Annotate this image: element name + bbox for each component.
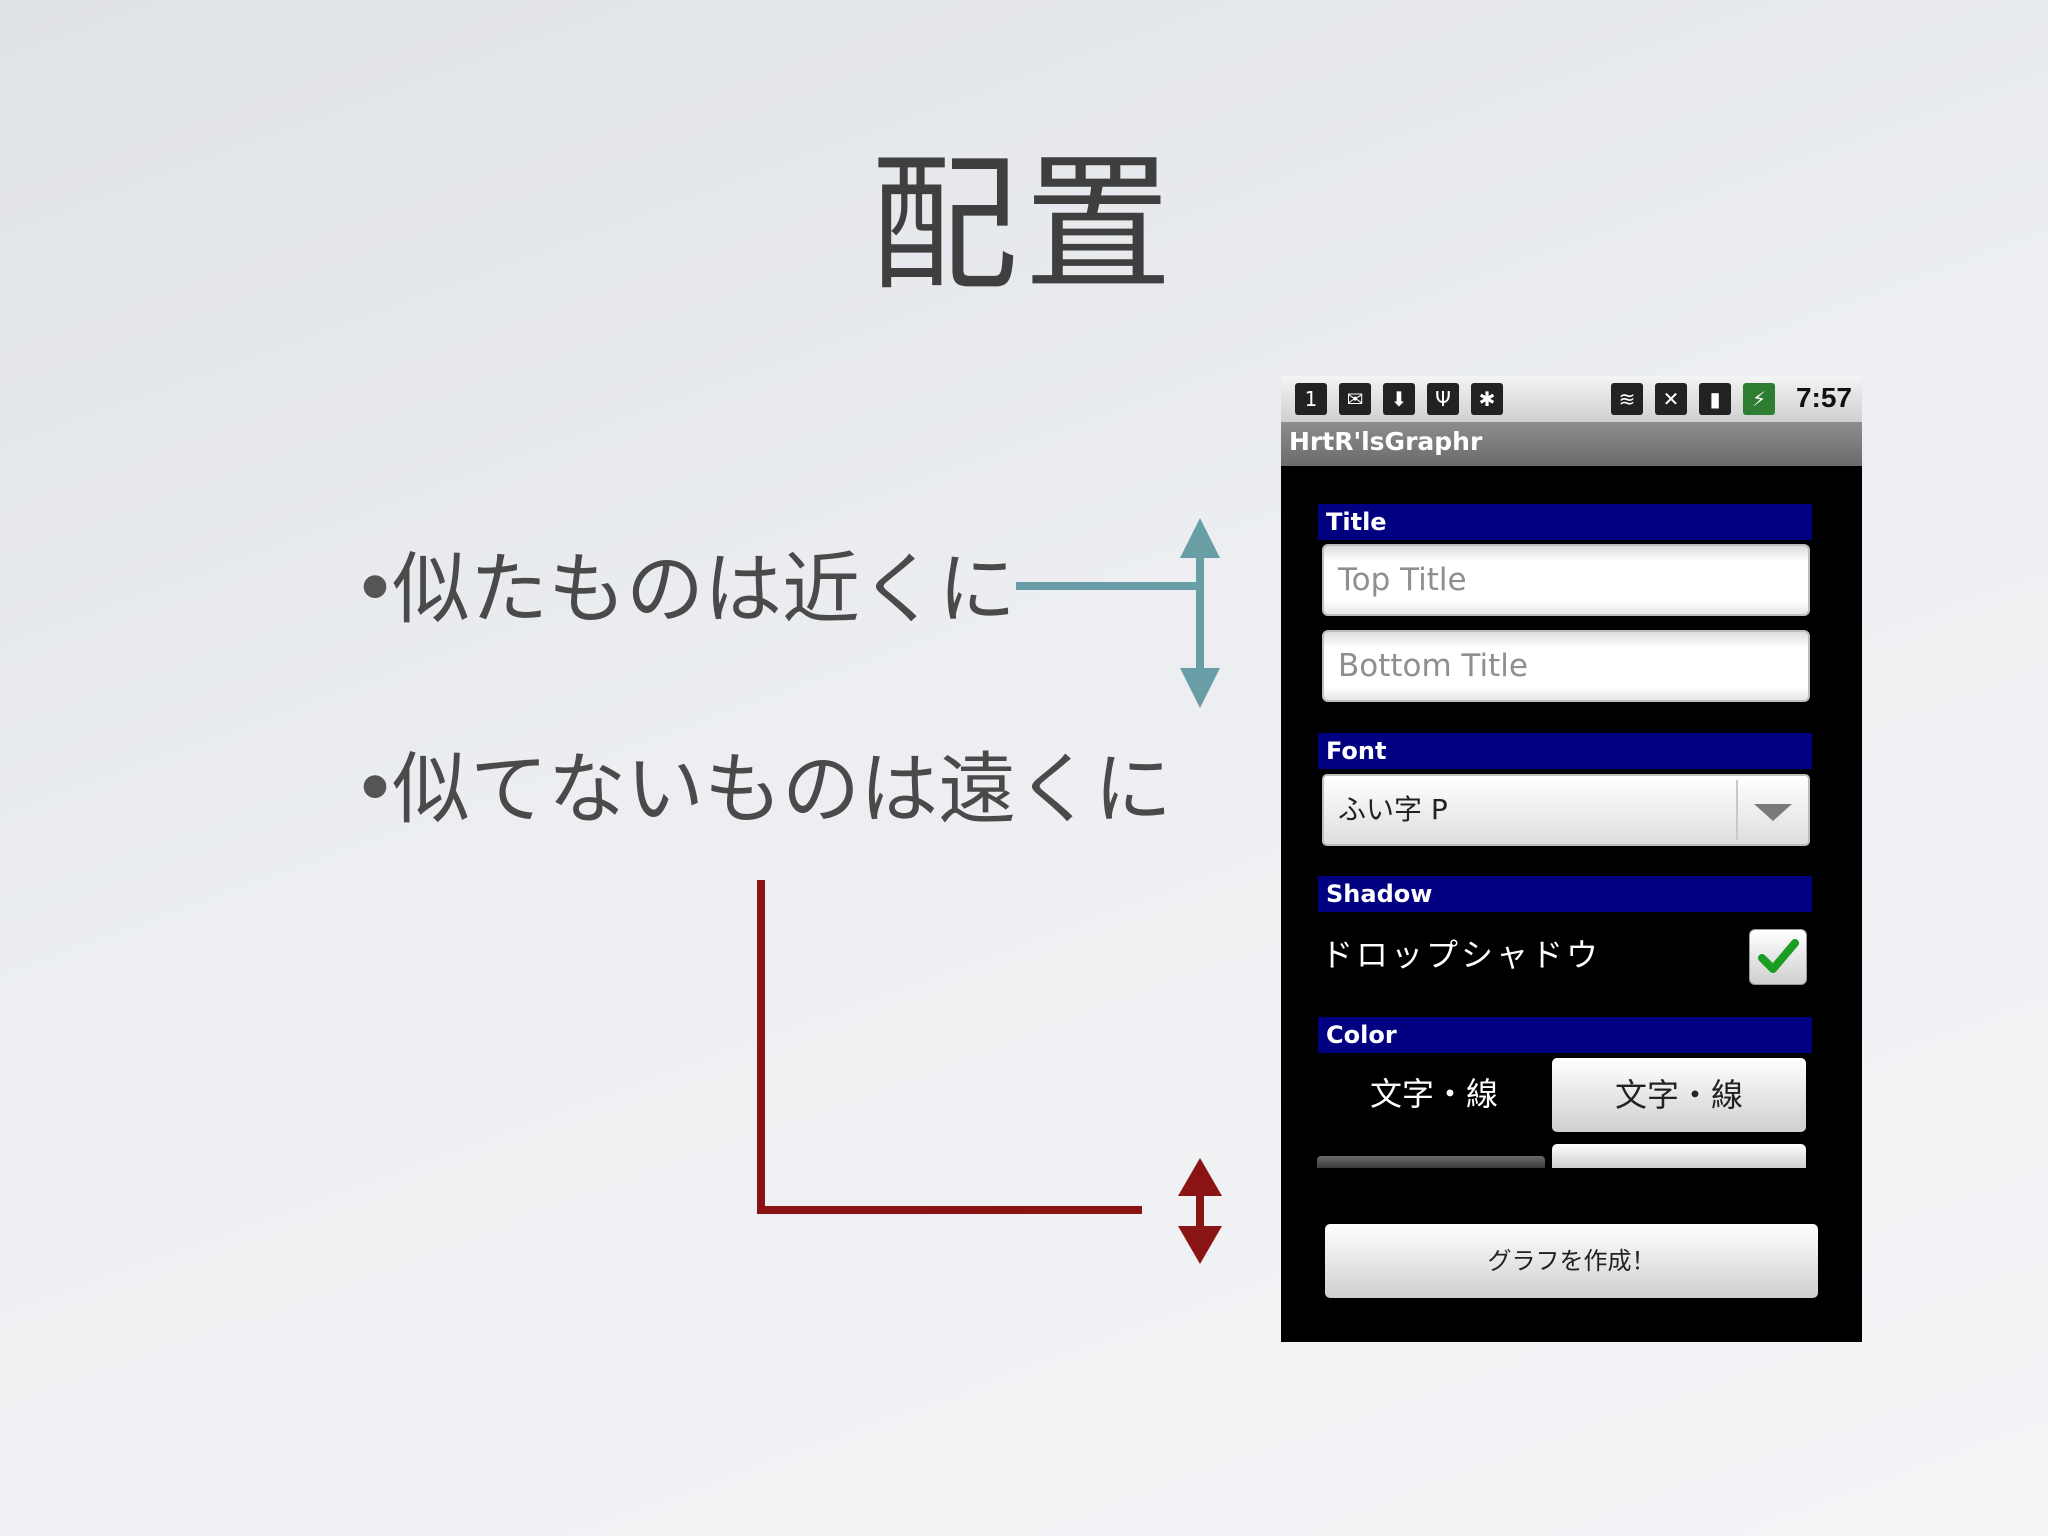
create-graph-button[interactable]: グラフを作成！ [1325, 1224, 1818, 1298]
far-arrow-icon [757, 880, 1222, 1264]
signal-icon: ▮ [1699, 383, 1731, 415]
near-arrow-icon [1016, 518, 1220, 708]
section-header-title: Title [1318, 504, 1812, 540]
text-line-color-label: 文字・線 [1369, 1075, 1498, 1113]
section-header-font: Font [1318, 733, 1812, 769]
gmail-icon: ✉ [1339, 383, 1371, 415]
usb-icon: Ψ [1427, 383, 1459, 415]
chevron-down-icon [1754, 804, 1792, 821]
app-title: HrtR'lsGraphr [1289, 427, 1483, 456]
sim-slot-one-icon: 1 [1295, 383, 1327, 415]
text-line-color-button[interactable]: 文字・線 [1552, 1058, 1806, 1132]
checkmark-icon [1758, 939, 1799, 973]
bullet-far: •似てないものは遠くに [352, 740, 1172, 840]
drop-shadow-checkbox[interactable] [1749, 929, 1807, 985]
phone-screenshot: 1 ✉ ⬇ Ψ ✱ ≋ ✕ ▮ ⚡ 7:57 HrtR'lsGraphr Tit… [1281, 376, 1862, 1342]
bottom-title-input[interactable]: Bottom Title [1322, 630, 1810, 702]
battery-charging-icon: ⚡ [1743, 383, 1775, 415]
top-title-input[interactable]: Top Title [1322, 544, 1810, 616]
spinner-divider [1736, 780, 1738, 840]
background-color-button-partial[interactable] [1552, 1144, 1806, 1168]
status-time: 7:57 [1795, 382, 1852, 413]
download-icon: ⬇ [1383, 383, 1415, 415]
bullet-text-near: 似たものは近くに [392, 545, 1017, 635]
section-header-color: Color [1318, 1017, 1812, 1053]
app-title-bar: HrtR'lsGraphr [1281, 422, 1862, 466]
mute-icon: ✕ [1655, 383, 1687, 415]
drop-shadow-label: ドロップシャドウ [1321, 936, 1602, 974]
status-bar: 1 ✉ ⬇ Ψ ✱ ≋ ✕ ▮ ⚡ 7:57 [1281, 376, 1862, 422]
background-color-label-partial [1317, 1156, 1545, 1168]
bullet-marker: • [352, 745, 399, 835]
section-header-shadow: Shadow [1318, 876, 1812, 912]
bullet-near: •似たものは近くに [352, 540, 1016, 640]
bullet-marker: • [352, 545, 399, 635]
wifi-icon: ≋ [1611, 383, 1643, 415]
android-debug-icon: ✱ [1471, 383, 1503, 415]
bullet-text-far: 似てないものは遠くに [392, 745, 1173, 835]
font-select[interactable]: ふい字 P [1322, 774, 1810, 846]
font-select-value: ふい字 P [1338, 793, 1448, 826]
slide-title: 配置 [870, 139, 1178, 311]
